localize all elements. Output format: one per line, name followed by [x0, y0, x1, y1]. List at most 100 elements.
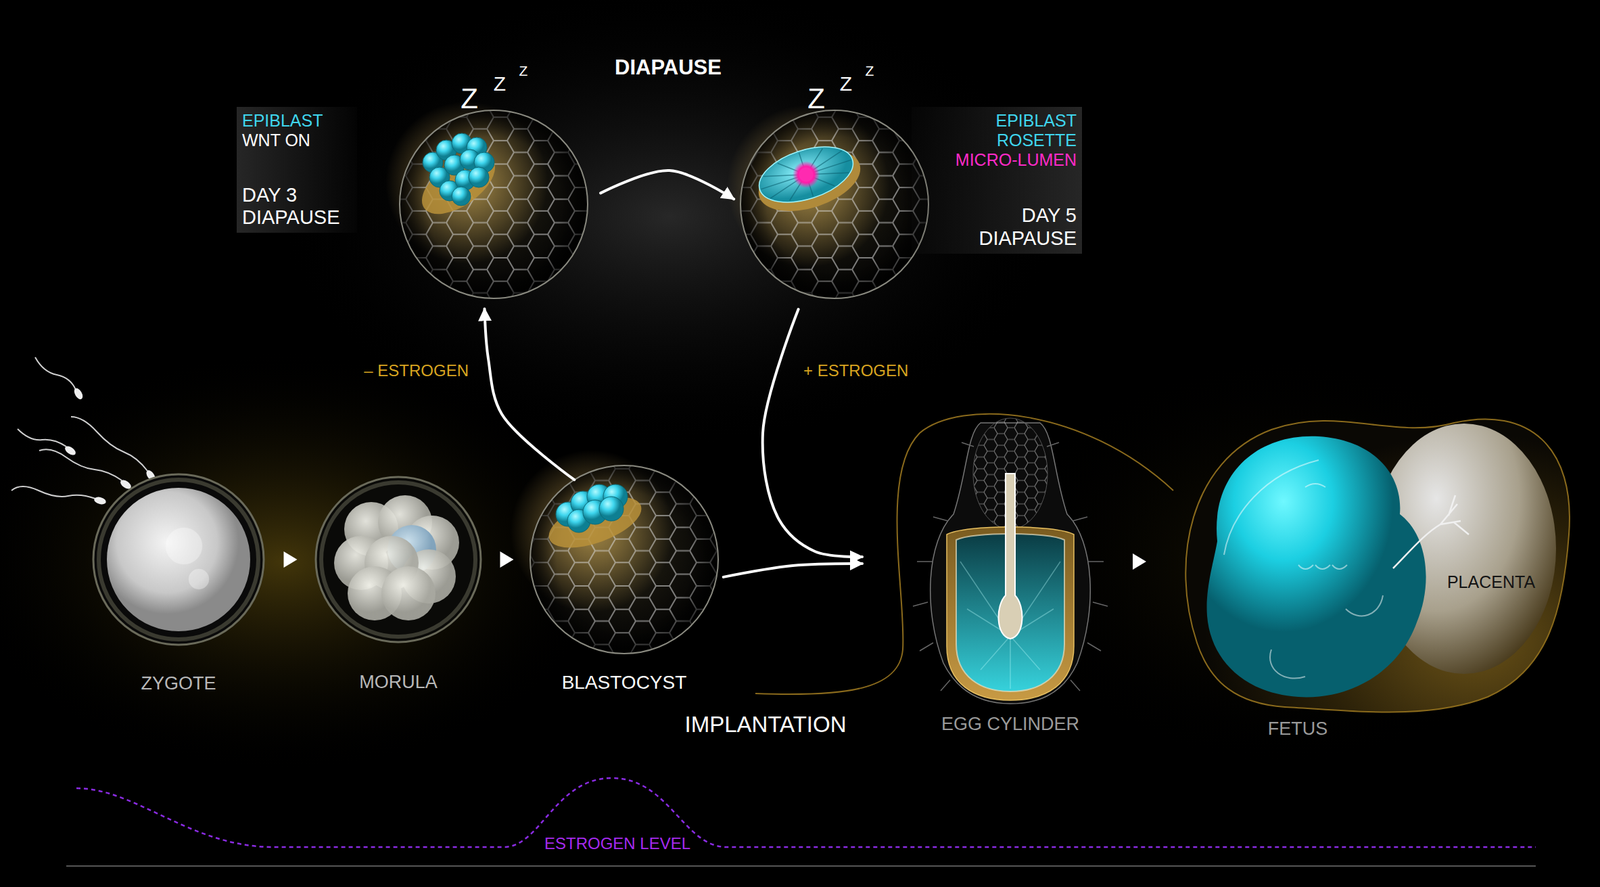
fetus-drawing [1185, 418, 1570, 712]
sleep-symbol: Z [865, 63, 875, 78]
stage-label: ZYGOTE [140, 672, 216, 694]
free-label-holder: Z [807, 84, 826, 113]
stage-node: PLACENTA [1372, 423, 1557, 674]
node-text-holder: BLASTOCYST [561, 671, 688, 694]
stage-label: DAY 5 DIAPAUSE [968, 204, 1077, 250]
node-text-holder: EPIBLAST ROSETTEMICRO-LUMEN DAY 5 DIAPAUS… [911, 106, 1082, 254]
estrogen-chart [76, 777, 1536, 847]
sperm [39, 449, 122, 481]
day5-blastocyst-drawing [726, 104, 929, 299]
fetus-drawing [1224, 459, 1383, 679]
node-text-holder: EPIBLASTWNT ON DAY 3 DIAPAUSE [236, 106, 358, 233]
day3-blastocyst-drawing [468, 167, 489, 188]
edge-label: – ESTROGEN [363, 361, 469, 381]
blastocyst-drawing [530, 465, 719, 654]
chart-label: ESTROGEN LEVEL [540, 833, 695, 853]
egg-cylinder-drawing [912, 442, 1108, 691]
day5-blastocyst-drawing [798, 167, 815, 183]
sperm [93, 495, 107, 506]
day5-blastocyst-drawing [749, 134, 869, 223]
flow-arrow [1132, 553, 1147, 570]
free-label-holder: ESTROGEN LEVEL [540, 833, 695, 853]
fetus-drawing [1185, 418, 1570, 712]
morula-drawing [321, 482, 476, 637]
flow-arrow [484, 308, 575, 480]
zygote-drawing [98, 479, 259, 640]
node-text-holder: MORULA [359, 671, 438, 693]
day3-blastocyst-drawing [422, 133, 495, 206]
stage-label: PLACENTA [1447, 572, 1536, 592]
sperm [71, 416, 148, 471]
sperm [11, 486, 96, 499]
stage-label: EPIBLAST [242, 110, 324, 131]
free-label-holder: Z [865, 63, 875, 78]
flow-arrow [762, 309, 863, 557]
blastocyst-drawing [510, 449, 719, 654]
zygote-drawing [165, 527, 203, 564]
flow-arrow [723, 563, 863, 577]
stage-node: MORULA [314, 475, 483, 644]
stage-label: FETUS [1267, 718, 1329, 740]
node-text-holder: PLACENTA [1447, 572, 1536, 592]
stage-node: EPIBLASTWNT ONDAY 3 DIAPAUSE [399, 110, 588, 299]
blastocyst-drawing [599, 496, 624, 521]
sleep-symbol: Z [519, 63, 529, 78]
day5-blastocyst-drawing [740, 110, 929, 299]
free-label-holder: Z [519, 63, 529, 78]
sleep-symbol: Z [460, 84, 479, 113]
sleep-symbol: Z [807, 84, 826, 113]
title-holder: DIAPAUSE [614, 55, 722, 80]
stage-label: MORULA [359, 671, 438, 693]
stage-node: PLACENTAFETUS [1178, 413, 1567, 715]
day3-blastocyst-drawing [385, 101, 588, 299]
day3-blastocyst-drawing [399, 110, 588, 299]
node-text-holder: ZYGOTE [140, 672, 216, 694]
stage-node: EGG CYLINDER [868, 418, 1099, 704]
day5-blastocyst-drawing [789, 157, 823, 192]
sperm [11, 357, 157, 506]
flow-arrow [500, 551, 514, 568]
blastocyst-drawing [530, 465, 719, 654]
egg-cylinder-drawing [998, 473, 1023, 639]
stage-label: EGG CYLINDER [941, 713, 1080, 735]
zygote-drawing [188, 568, 209, 590]
sperm [17, 428, 67, 447]
stage-node: EPIBLAST ROSETTEMICRO-LUMENDAY 5 DIAPAUS… [740, 110, 929, 299]
day5-blastocyst-drawing [740, 110, 929, 299]
sperm [72, 386, 85, 402]
estrogen-chart [66, 777, 1536, 866]
sperm [63, 444, 78, 458]
fetus-drawing [1393, 495, 1469, 569]
stage-label: WNT ON [242, 130, 311, 151]
stage-label: DAY 3 DIAPAUSE [242, 183, 351, 230]
edge-label: + ESTROGEN [803, 361, 909, 381]
free-label-holder: Z [839, 73, 853, 94]
free-label-holder: Z [493, 73, 506, 94]
sperm [35, 357, 76, 390]
edge-label: IMPLANTATION [685, 711, 847, 738]
morula-drawing [315, 476, 481, 642]
node-text-holder: EGG CYLINDER [941, 713, 1080, 735]
flow-arrow [600, 170, 734, 199]
sleep-symbol: Z [493, 73, 506, 94]
stage-label: MICRO-LUMEN [955, 150, 1077, 170]
stage-label: EPIBLAST ROSETTE [916, 110, 1077, 151]
day3-blastocyst-drawing [451, 186, 471, 206]
day3-blastocyst-drawing [399, 110, 588, 299]
sleep-symbol: Z [839, 73, 853, 94]
zygote-drawing [93, 474, 264, 645]
day3-blastocyst-drawing [399, 110, 588, 299]
zygote-drawing [106, 487, 251, 631]
blastocyst-drawing [530, 465, 719, 654]
edge-label-holder: + ESTROGEN [803, 361, 909, 381]
morula-drawing [315, 476, 481, 642]
day5-blastocyst-drawing [751, 136, 860, 214]
stage-label: BLASTOCYST [561, 671, 688, 694]
flow-arrow [284, 551, 298, 568]
sperm [11, 357, 148, 499]
blastocyst-drawing [555, 484, 628, 533]
morula-drawing [381, 566, 436, 621]
blastocyst-drawing [530, 465, 719, 654]
edge-label-holder: IMPLANTATION [685, 711, 847, 738]
